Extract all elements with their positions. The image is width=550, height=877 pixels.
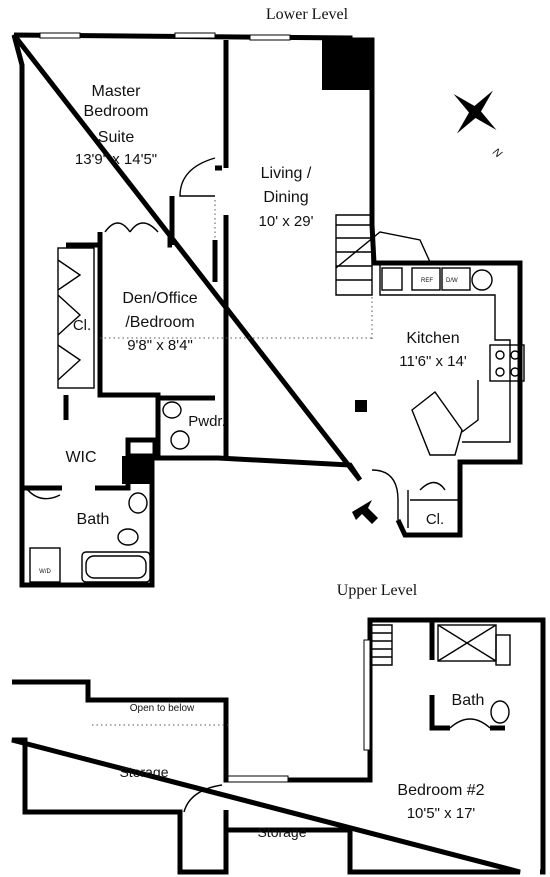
storage-door-swing bbox=[183, 784, 223, 813]
shower-drain bbox=[437, 624, 497, 662]
master-bedroom-label: Suite bbox=[98, 129, 135, 146]
burner bbox=[495, 350, 505, 360]
upper-sink bbox=[495, 634, 511, 666]
entry-closet-label: Cl. bbox=[426, 511, 444, 528]
appliance-label: REF bbox=[421, 278, 433, 284]
lower-stairs bbox=[335, 214, 431, 296]
den-office-label: Den/Office bbox=[122, 290, 197, 307]
den-closet bbox=[57, 247, 95, 389]
powder-room-label: Pwdr. bbox=[188, 413, 226, 430]
kitchen-sink bbox=[471, 269, 493, 291]
upper-stairs bbox=[370, 624, 393, 666]
upper-toilet bbox=[490, 700, 510, 724]
kitchen-counter bbox=[379, 265, 511, 443]
compass-north-label: N bbox=[490, 146, 504, 160]
master-door-swing bbox=[179, 157, 216, 197]
storage-left-label: Storage bbox=[119, 764, 168, 780]
upper-bath-door-swing bbox=[449, 718, 491, 729]
den-closet-label: Cl. bbox=[73, 317, 91, 334]
den-door-swing bbox=[104, 222, 159, 233]
wall-block bbox=[122, 456, 152, 484]
structural-column bbox=[355, 400, 367, 412]
window bbox=[363, 639, 371, 751]
bathtub bbox=[81, 551, 151, 583]
powder-toilet bbox=[170, 430, 190, 450]
master-bedroom-label: Bedroom bbox=[84, 103, 149, 120]
bedroom-2-size: 10'5" x 17' bbox=[407, 805, 476, 822]
lower-level-title: Lower Level bbox=[266, 6, 349, 23]
window bbox=[249, 34, 291, 41]
upper-level-plan bbox=[11, 617, 546, 875]
lower-level-plan bbox=[11, 32, 525, 588]
open-to-below-label: Open to below bbox=[130, 703, 195, 714]
powder-sink bbox=[162, 401, 182, 419]
master-bedroom-size: 13'9" x 14'5" bbox=[75, 151, 157, 168]
kitchen-appliance bbox=[381, 267, 403, 291]
window bbox=[39, 32, 81, 39]
den-living-dotted bbox=[100, 200, 372, 339]
wd-label: W/D bbox=[39, 569, 51, 575]
master-den-wall bbox=[66, 196, 175, 420]
bedroom-2-label: Bedroom #2 bbox=[397, 782, 484, 799]
den-closet-doors bbox=[57, 259, 82, 381]
wd-closet bbox=[29, 547, 61, 583]
upper-outer-wall bbox=[11, 617, 546, 875]
den-office-size: 9'8" x 8'4" bbox=[127, 337, 193, 354]
fireplace-column bbox=[322, 40, 372, 90]
wd-box bbox=[411, 267, 441, 291]
storage-center-label: Storage bbox=[257, 824, 306, 840]
upper-level-title: Upper Level bbox=[337, 582, 418, 599]
entry-closet bbox=[407, 490, 460, 528]
wic-wall bbox=[22, 395, 131, 491]
window bbox=[174, 32, 216, 39]
kitchen-size: 11'6" x 14' bbox=[399, 353, 467, 370]
living-dining-label: Dining bbox=[263, 189, 308, 206]
kitchen-label: Kitchen bbox=[406, 330, 459, 347]
bathtub-basin bbox=[85, 555, 147, 579]
dw-label: D/W bbox=[446, 278, 458, 284]
compass bbox=[453, 90, 497, 134]
compass-needle-icon bbox=[453, 94, 497, 130]
dw-box bbox=[441, 267, 471, 291]
wic-label: WIC bbox=[65, 449, 96, 466]
master-bedroom-label: Master bbox=[92, 83, 142, 100]
bath-sink bbox=[128, 492, 148, 514]
burner bbox=[510, 367, 520, 377]
upper-bath-wall bbox=[429, 622, 505, 731]
powder-wall bbox=[155, 395, 215, 456]
burner bbox=[510, 350, 520, 360]
entry-arrow-icon bbox=[352, 500, 378, 524]
entry-door-swing bbox=[371, 469, 446, 520]
living-dining-label: Living / bbox=[261, 165, 312, 182]
living-dining-size: 10' x 29' bbox=[259, 213, 314, 230]
lower-bath-label: Bath bbox=[77, 511, 110, 528]
window bbox=[227, 775, 289, 783]
kitchen-island bbox=[411, 390, 463, 456]
burner bbox=[495, 367, 505, 377]
upper-bath-label: Bath bbox=[452, 692, 485, 709]
bath-door-swing bbox=[25, 487, 61, 500]
cooktop bbox=[489, 344, 525, 382]
den-office-label: /Bedroom bbox=[125, 314, 194, 331]
bath-toilet bbox=[117, 528, 139, 546]
